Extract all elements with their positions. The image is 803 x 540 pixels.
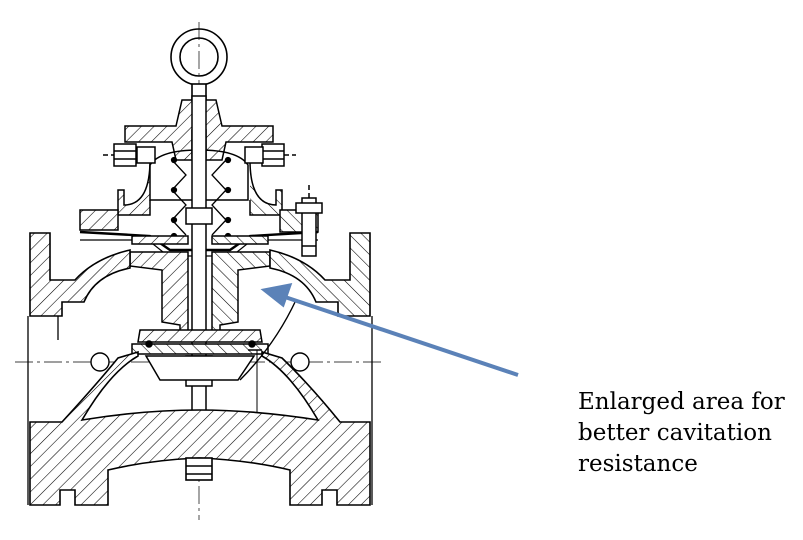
valve-body-right [239,232,373,505]
cavitation-annotation: Enlarged area for better cavitation resi… [578,387,800,480]
bonnet-bolts [103,143,296,167]
annotation-line-2: better cavitation [578,420,772,446]
main-plug [129,251,271,343]
seat-ring [131,340,269,412]
annotation-arrow [260,283,519,377]
annotation-line-1: Enlarged area for [578,389,785,415]
annotation-line-3: resistance [578,451,698,477]
body-bolt-holes [90,352,310,372]
springs [170,156,232,240]
arrow-icon [260,283,293,308]
piston-plate [131,235,269,245]
valve-body-left [27,232,371,506]
